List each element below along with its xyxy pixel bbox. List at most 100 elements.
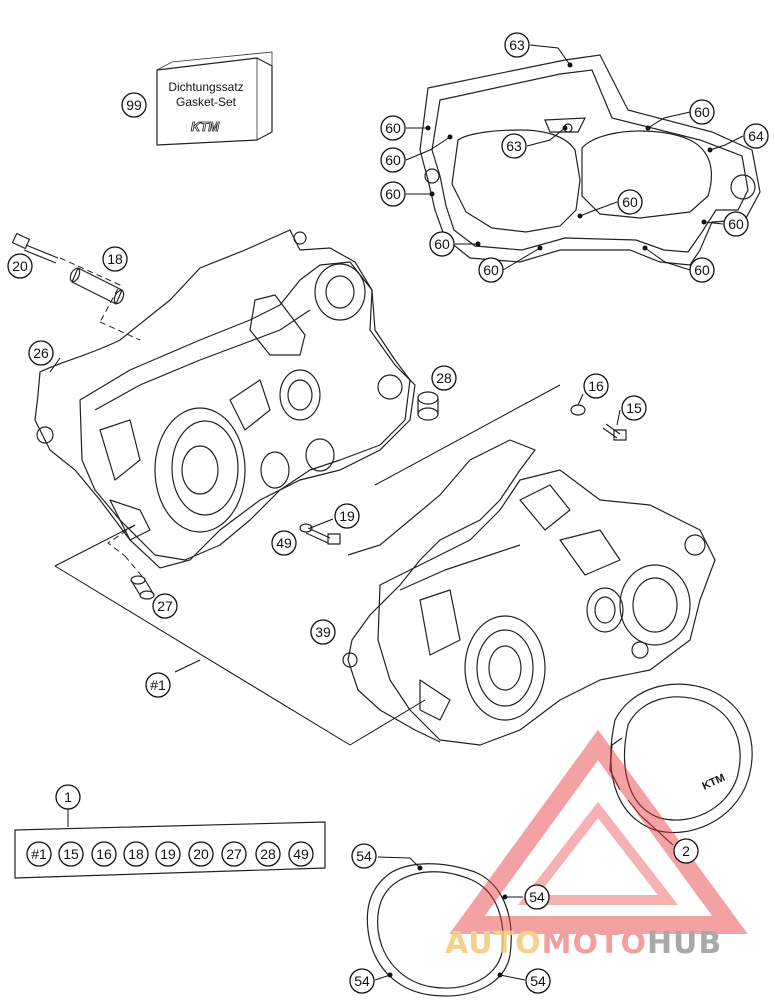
callout-60-e: 60 <box>478 257 504 283</box>
svg-text:39: 39 <box>315 624 331 640</box>
assembly-lines-left <box>54 257 561 746</box>
callout-set-1: #1 <box>145 672 171 698</box>
svg-text:20: 20 <box>193 846 209 862</box>
callout-60-i: 60 <box>689 257 715 283</box>
callout-54-d: 54 <box>525 968 551 994</box>
kit-item-27: 27 <box>221 841 247 867</box>
callout-16: 16 <box>583 373 609 399</box>
callout-54-b: 54 <box>524 884 550 910</box>
callout-54-a: 54 <box>351 843 377 869</box>
svg-text:#1: #1 <box>31 846 47 862</box>
callout-60-c: 60 <box>380 181 406 207</box>
callout-60-f: 60 <box>689 99 715 125</box>
gasket-set-brand-logo: KTM <box>191 119 220 134</box>
callout-63-mid: 63 <box>501 133 527 159</box>
svg-text:18: 18 <box>107 251 123 267</box>
svg-text:54: 54 <box>530 973 546 989</box>
callout-60-g: 60 <box>617 189 643 215</box>
bolt-15 <box>602 423 627 441</box>
svg-text:54: 54 <box>356 848 372 864</box>
kit-item-49: 49 <box>288 841 314 867</box>
kit-item-18: 18 <box>123 841 149 867</box>
callout-20: 20 <box>7 253 33 279</box>
svg-text:18: 18 <box>128 846 144 862</box>
svg-text:60: 60 <box>622 194 638 210</box>
callout-60-b: 60 <box>380 147 406 173</box>
svg-text:64: 64 <box>748 128 764 144</box>
callout-64: 64 <box>743 123 769 149</box>
svg-text:99: 99 <box>126 97 142 113</box>
callout-99: 99 <box>121 92 147 118</box>
callout-28: 28 <box>431 365 457 391</box>
kit-contents-box <box>14 808 326 879</box>
svg-text:60: 60 <box>694 104 710 120</box>
svg-text:#1: #1 <box>150 677 166 693</box>
svg-text:60: 60 <box>728 216 744 232</box>
kit-item-set-1: #1 <box>26 841 52 867</box>
callout-15: 15 <box>621 395 647 421</box>
sleeve-18 <box>69 267 125 305</box>
ignition-cover: KTM <box>609 683 753 834</box>
svg-text:AUTOMOTOHUB: AUTOMOTOHUB <box>445 926 722 961</box>
callout-19: 19 <box>334 503 360 529</box>
watermark-moto: MOTO <box>542 926 647 961</box>
bushing-28 <box>417 391 439 421</box>
left-crankcase-half <box>34 229 416 569</box>
svg-text:1: 1 <box>64 789 72 805</box>
svg-text:2: 2 <box>682 843 690 859</box>
bolt-20 <box>11 232 59 264</box>
svg-text:60: 60 <box>694 262 710 278</box>
kit-item-16: 16 <box>91 841 117 867</box>
svg-text:15: 15 <box>63 846 79 862</box>
svg-text:54: 54 <box>529 889 545 905</box>
callout-39: 39 <box>310 619 336 645</box>
svg-text:60: 60 <box>483 262 499 278</box>
watermark-triangle-outer <box>449 729 748 934</box>
dowel-27 <box>130 575 155 600</box>
watermark-auto: AUTO <box>445 926 542 961</box>
callout-60-a: 60 <box>380 115 406 141</box>
washer-49 <box>299 523 313 533</box>
callout-60-d: 60 <box>429 231 455 257</box>
svg-text:16: 16 <box>588 378 604 394</box>
ignition-cover-logo: KTM <box>700 772 727 793</box>
watermark-triangle-inner <box>517 801 679 905</box>
callout-1: 1 <box>55 784 81 810</box>
svg-text:26: 26 <box>33 345 49 361</box>
washer-16 <box>570 404 586 416</box>
svg-text:15: 15 <box>626 400 642 416</box>
svg-text:27: 27 <box>226 846 242 862</box>
svg-text:27: 27 <box>157 598 173 614</box>
callout-26: 26 <box>28 340 54 366</box>
svg-text:28: 28 <box>260 846 276 862</box>
svg-text:49: 49 <box>293 846 309 862</box>
callout-54-c: 54 <box>349 968 375 994</box>
watermark-hub: HUB <box>647 926 722 961</box>
gasket-set-box: Dichtungssatz Gasket-Set KTM <box>156 51 273 146</box>
kit-item-15: 15 <box>58 841 84 867</box>
kit-item-28: 28 <box>255 841 281 867</box>
callout-18: 18 <box>102 246 128 272</box>
svg-text:63: 63 <box>509 37 525 53</box>
svg-text:19: 19 <box>160 846 176 862</box>
svg-text:54: 54 <box>354 973 370 989</box>
leader-lines <box>49 44 744 981</box>
clutch-cover-gasket <box>419 54 761 266</box>
watermark: AUTOMOTOHUB <box>445 729 748 961</box>
svg-text:63: 63 <box>506 138 522 154</box>
svg-text:60: 60 <box>434 236 450 252</box>
svg-text:19: 19 <box>339 508 355 524</box>
gasket-set-line2: Gasket-Set <box>176 95 237 109</box>
svg-text:49: 49 <box>276 535 292 551</box>
kit-item-19: 19 <box>155 841 181 867</box>
callout-27: 27 <box>152 593 178 619</box>
ignition-cover-gasket <box>366 863 512 997</box>
callout-49: 49 <box>271 530 297 556</box>
svg-text:60: 60 <box>385 152 401 168</box>
right-crankcase-half <box>342 439 716 746</box>
callout-2: 2 <box>673 838 699 864</box>
svg-text:60: 60 <box>385 186 401 202</box>
svg-text:28: 28 <box>436 370 452 386</box>
svg-text:16: 16 <box>96 846 112 862</box>
